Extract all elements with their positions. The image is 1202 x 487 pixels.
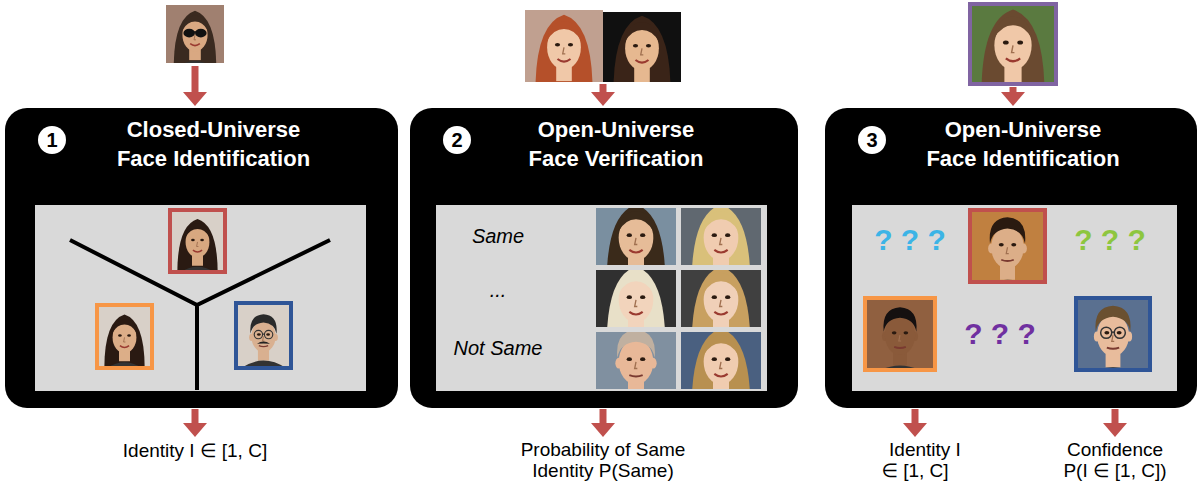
output-label: Probability of Same Identity P(Same) <box>498 439 708 481</box>
panel-title: Open-Universe Face Verification <box>513 115 719 173</box>
input-arrow <box>600 84 607 93</box>
unknown-marks: ? ? ? <box>862 223 958 257</box>
output-arrow <box>192 409 199 424</box>
photo-frame <box>236 303 291 368</box>
pair-photo <box>596 314 676 391</box>
output-arrow <box>912 409 919 424</box>
pair-label: Not Same <box>439 335 557 361</box>
input-photo <box>970 0 1056 94</box>
illustration-part <box>596 205 761 391</box>
pair-photo <box>681 314 761 391</box>
panel-title: Closed-Universe Face Identification <box>111 115 317 173</box>
arrow-head <box>183 92 207 106</box>
output-label: Identity I ∈ [1, C] <box>869 439 961 481</box>
photo-frame <box>1076 298 1150 370</box>
arrow-head <box>591 423 615 437</box>
pair-area: Same... Not Same <box>436 205 767 391</box>
pair-photo <box>596 252 676 345</box>
photo-frame <box>865 298 935 370</box>
arrow-head <box>591 92 615 106</box>
unknown-marks: ? ? ? <box>1062 223 1158 257</box>
arrow-head <box>1103 423 1127 437</box>
output-label: Identity I ∈ [1, C] <box>45 440 345 461</box>
grey-area <box>35 205 366 391</box>
illustration-part <box>35 205 366 391</box>
input-photo <box>166 0 224 68</box>
gallery-area: ? ? ? ? ? ? ? ? ? <box>852 205 1177 391</box>
input-photo <box>603 2 681 93</box>
panel-box: 1 Closed-Universe Face Identification <box>5 108 398 408</box>
gallery-photo <box>97 304 152 368</box>
mustache <box>257 342 270 344</box>
output-label: Confidence P(I ∈ [1, C]) <box>1056 439 1174 481</box>
photo-frame <box>170 210 225 272</box>
photo-frame <box>970 4 1056 84</box>
unknown-marks: ? ? ? <box>952 317 1048 351</box>
panel-box: 2 Open-Universe Face Verification Same...… <box>410 108 798 408</box>
sunglasses <box>183 29 206 38</box>
gallery-photo <box>970 205 1045 290</box>
gallery-photo <box>170 209 225 273</box>
panel-box: 3 Open-Universe Face Identification ? ? ?… <box>825 108 1197 408</box>
arrow-head <box>903 423 927 437</box>
step-number: 3 <box>858 126 886 154</box>
output-arrow <box>600 409 607 424</box>
pair-label: Same <box>439 223 557 249</box>
step-number: 2 <box>443 126 471 154</box>
arrow-head <box>1001 92 1025 106</box>
glasses <box>254 330 273 338</box>
gallery-photo <box>236 303 292 368</box>
input-arrow <box>192 66 199 92</box>
photo-frame <box>970 210 1045 282</box>
gallery-photo <box>865 293 935 375</box>
gallery-photo <box>1076 291 1150 377</box>
step-number: 1 <box>38 126 66 154</box>
pair-label: ... <box>439 277 557 303</box>
photo-frame <box>97 305 152 368</box>
panel-title: Open-Universe Face Identification <box>920 115 1126 173</box>
arrow-head <box>183 423 207 437</box>
output-arrow <box>1112 409 1119 424</box>
glasses <box>1101 327 1126 338</box>
pair-photo <box>681 252 761 345</box>
input-photo <box>525 1 603 92</box>
